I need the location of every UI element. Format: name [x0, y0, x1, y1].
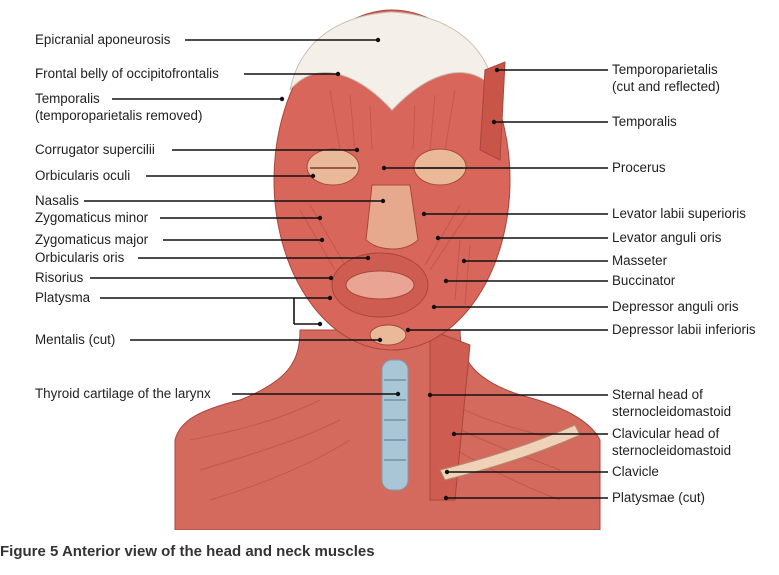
sternocleidomastoid — [429, 329, 471, 501]
label-buccinator: Buccinator — [612, 273, 676, 288]
leader-lines-right — [384, 69, 608, 499]
label-masseter: Masseter — [612, 253, 668, 268]
label-platysma: Platysma — [35, 290, 91, 305]
label-zygomaticus-minor: Zygomaticus minor — [35, 210, 149, 225]
label-thyroid-cartilage: Thyroid cartilage of the larynx — [35, 386, 211, 401]
leader-dots — [279, 37, 500, 501]
label-orbicularis-oculi: Orbicularis oculi — [35, 168, 131, 183]
chin — [369, 324, 407, 346]
label-clavicular-head: Clavicular head of — [612, 426, 720, 441]
label-depressor-labii-inferioris: Depressor labii inferioris — [612, 322, 756, 337]
label-procerus: Procerus — [612, 160, 666, 175]
right-eye — [413, 148, 467, 186]
label-mentalis: Mentalis (cut) — [35, 332, 116, 347]
label-levator-anguli-oris: Levator anguli oris — [612, 230, 722, 245]
head-neck-illustration — [84, 9, 608, 531]
figure-caption: Figure 5 Anterior view of the head and n… — [0, 543, 375, 560]
label-zygomaticus-major: Zygomaticus major — [35, 232, 149, 247]
label-sternal-head: Sternal head of — [612, 387, 703, 402]
label-temporalis-left: Temporalis — [35, 91, 100, 106]
trachea — [381, 359, 409, 491]
label-temporoparietalis-note: (cut and reflected) — [612, 79, 720, 94]
nose — [365, 184, 419, 250]
label-clavicle: Clavicle — [612, 464, 659, 479]
label-corrugator-supercilii: Corrugator supercilii — [35, 142, 155, 157]
leader-lines-left — [84, 39, 398, 395]
label-clavicular-head-scm: sternocleidomastoid — [612, 443, 732, 458]
anatomy-figure: Epicranial aponeurosis Frontal belly of … — [35, 9, 756, 531]
label-temporalis-left-note: (temporoparietalis removed) — [35, 108, 203, 123]
head — [273, 9, 511, 351]
left-eye — [306, 148, 360, 186]
label-nasalis: Nasalis — [35, 193, 79, 208]
label-risorius: Risorius — [35, 270, 84, 285]
label-temporalis-right: Temporalis — [612, 114, 677, 129]
label-orbicularis-oris: Orbicularis oris — [35, 250, 125, 265]
label-epicranial-aponeurosis: Epicranial aponeurosis — [35, 32, 171, 47]
label-temporoparietalis: Temporoparietalis — [612, 62, 718, 77]
label-levator-labii-superioris: Levator labii superioris — [612, 206, 746, 221]
lips — [345, 270, 415, 300]
label-sternal-head-scm: sternocleidomastoid — [612, 404, 732, 419]
label-frontal-belly: Frontal belly of occipitofrontalis — [35, 66, 219, 81]
label-depressor-anguli-oris: Depressor anguli oris — [612, 299, 739, 314]
label-platysmae-cut: Platysmae (cut) — [612, 490, 706, 505]
temporoparietalis-flap — [479, 61, 506, 161]
